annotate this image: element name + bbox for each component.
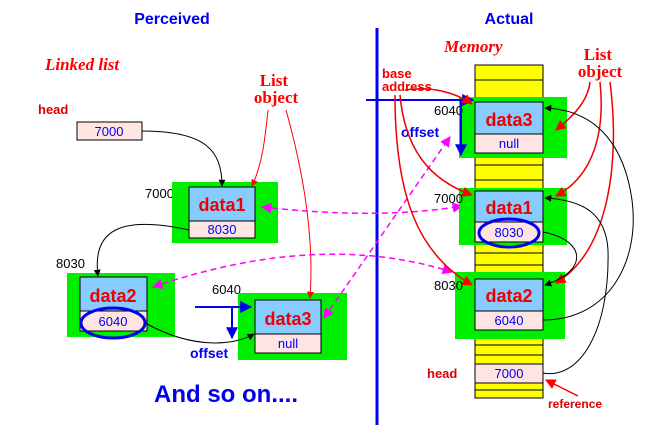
list-object-to-data1-arrow xyxy=(251,109,269,187)
perceived-heading: Perceived xyxy=(134,11,210,28)
7000-next-to-8030-curve xyxy=(542,231,578,287)
node-data-label: data3 xyxy=(264,309,311,329)
perceived-list-object-label: List object xyxy=(254,71,299,107)
perceived-offset-label: offset xyxy=(190,345,228,361)
list-object-to-data3-arrow xyxy=(285,109,314,299)
node-next-value: 8030 xyxy=(208,222,237,237)
actual-list-object-label: List object xyxy=(578,45,623,81)
8030-next-to-6040-curve xyxy=(542,104,634,321)
node-next-value: 6040 xyxy=(99,314,128,329)
base-to-6040-arrow xyxy=(404,88,473,105)
perceived-head-value: 7000 xyxy=(95,124,124,139)
data1-to-data2-arrow xyxy=(93,223,190,277)
node-data-cell xyxy=(254,299,322,335)
head-to-data1-arrow xyxy=(141,130,226,187)
base-to-8030-arrow xyxy=(394,94,473,286)
memory-cell-dividers xyxy=(475,79,543,391)
node-data-label: data1 xyxy=(198,195,245,215)
block-data-label: data1 xyxy=(485,198,532,218)
head-to-7000-curve xyxy=(542,194,609,375)
block-address: 6040 xyxy=(434,103,463,118)
base-address-label: base address xyxy=(382,66,432,94)
reference-arrow xyxy=(545,379,579,397)
memory-block-data2: data2 6040 8030 xyxy=(434,272,565,339)
node-data-label: data2 xyxy=(89,286,136,306)
perceived-node-data2: 8030 data2 6040 xyxy=(56,256,175,340)
block-address: 8030 xyxy=(434,278,463,293)
list-object-to-8030-arrow xyxy=(555,81,615,284)
data2-to-data3-arrow xyxy=(146,323,255,344)
node-next-cell xyxy=(254,333,322,354)
actual-heading: Actual xyxy=(485,11,534,28)
data2-correspondence-arrow xyxy=(152,253,454,289)
linked-list-title: Linked list xyxy=(44,55,120,74)
block-data-label: data2 xyxy=(485,286,532,306)
block-next-value: null xyxy=(499,136,519,151)
base-to-7000-arrow xyxy=(399,94,473,197)
node-next-value: null xyxy=(278,336,298,351)
block-data-cell xyxy=(474,190,544,223)
reference-label: reference xyxy=(548,397,602,411)
block-data-cell xyxy=(474,278,544,312)
memory-block-data3: data3 null 6040 xyxy=(434,97,567,158)
block-next-cell xyxy=(474,133,544,154)
memory-block-data1: data1 8030 7000 xyxy=(434,188,567,249)
data1-correspondence-arrow xyxy=(260,202,464,215)
data3-correspondence-arrow xyxy=(323,136,451,319)
block-next-value: 8030 xyxy=(495,225,524,240)
perceived-head-label: head xyxy=(38,102,68,117)
block-data-label: data3 xyxy=(485,110,532,130)
actual-head-label: head xyxy=(427,366,457,381)
actual-head-value: 7000 xyxy=(495,366,524,381)
node-address: 8030 xyxy=(56,256,85,271)
block-next-value: 6040 xyxy=(495,313,524,328)
next-highlight-ellipse xyxy=(79,306,147,340)
and-so-on-text: And so on.... xyxy=(154,381,298,408)
node-address: 6040 xyxy=(212,282,241,297)
next-highlight-ellipse xyxy=(477,217,541,249)
memory-label: Memory xyxy=(443,37,503,56)
list-object-to-7000-arrow xyxy=(555,81,602,197)
perceived-node-data1: 7000 data1 8030 xyxy=(145,182,278,243)
list-object-to-6040-arrow xyxy=(555,81,591,131)
actual-offset-label: offset xyxy=(401,124,439,140)
block-address: 7000 xyxy=(434,191,463,206)
node-address: 7000 xyxy=(145,186,174,201)
perceived-node-data3: 6040 data3 null xyxy=(212,282,347,360)
